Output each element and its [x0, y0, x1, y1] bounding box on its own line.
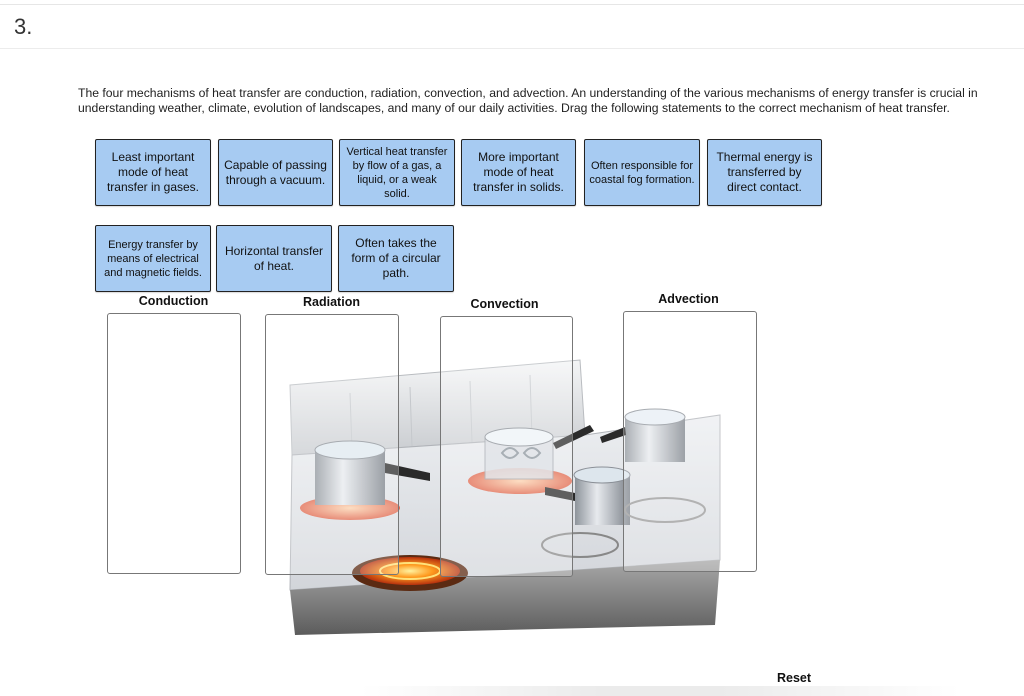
draggable-card-coastal-fog[interactable]: Often responsible for coastal fog format… — [584, 139, 700, 206]
label-conduction: Conduction — [138, 294, 209, 308]
top-rule — [0, 4, 1024, 5]
reset-button[interactable]: Reset — [777, 671, 812, 685]
bottom-scroll-shadow — [360, 686, 960, 696]
label-advection: Advection — [658, 292, 719, 306]
draggable-card-horizontal-transfer[interactable]: Horizontal transfer of heat. — [216, 225, 332, 292]
drop-zone-radiation[interactable] — [265, 314, 399, 575]
label-convection: Convection — [470, 297, 539, 311]
drop-zone-convection[interactable] — [440, 316, 573, 577]
draggable-card-important-in-solids[interactable]: More important mode of heat transfer in … — [461, 139, 576, 206]
draggable-card-direct-contact[interactable]: Thermal energy is transferred by direct … — [707, 139, 822, 206]
draggable-card-vertical-heat-transfer[interactable]: Vertical heat transfer by flow of a gas,… — [339, 139, 455, 206]
drop-zone-conduction[interactable] — [107, 313, 241, 574]
drop-zone-advection[interactable] — [623, 311, 757, 572]
stove-illustration — [289, 359, 721, 635]
question-number: 3. — [14, 14, 33, 39]
label-radiation: Radiation — [303, 295, 360, 309]
draggable-card-electrical-magnetic-fields[interactable]: Energy transfer by means of electrical a… — [95, 225, 211, 292]
draggable-card-passing-through-vacuum[interactable]: Capable of passing through a vacuum. — [218, 139, 333, 206]
draggable-card-least-important-gases[interactable]: Least important mode of heat transfer in… — [95, 139, 211, 206]
draggable-card-circular-path[interactable]: Often takes the form of a circular path. — [338, 225, 454, 292]
instructions-text: The four mechanisms of heat transfer are… — [78, 86, 978, 115]
header-divider — [0, 48, 1024, 49]
